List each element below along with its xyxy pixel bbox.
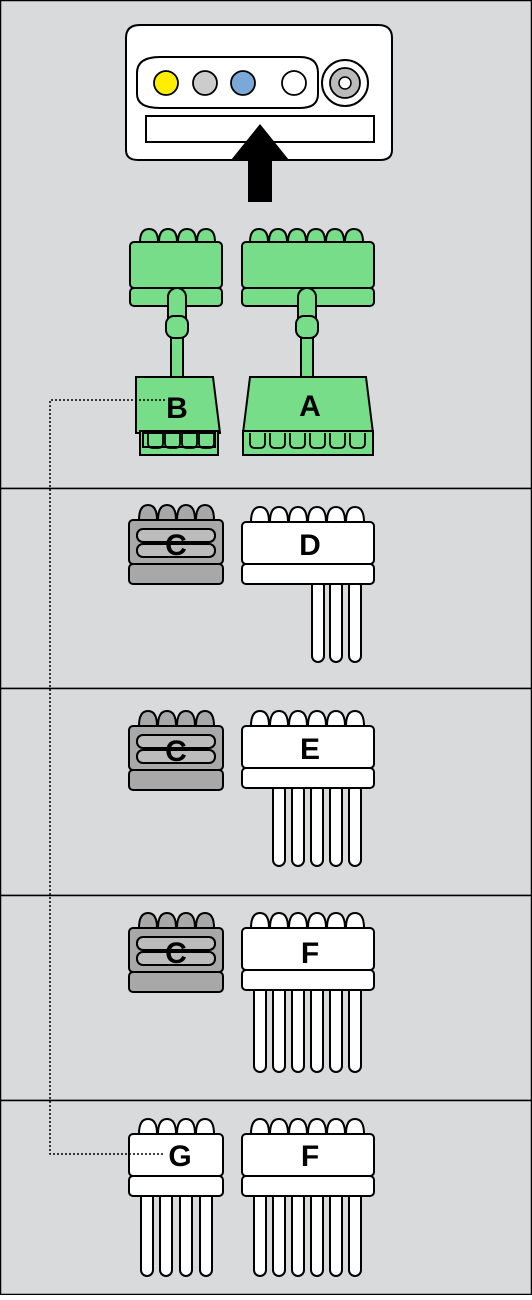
label-c-3: C [165, 937, 187, 970]
equivalence-link [49, 399, 165, 1155]
connector-f-1: F [241, 911, 375, 1073]
jack-gray-icon [192, 70, 218, 96]
connector-c-1: C [128, 503, 224, 585]
label-c-2: C [165, 735, 187, 768]
connector-b: B [129, 227, 223, 456]
label-g: G [168, 1140, 191, 1173]
connector-a: A [241, 227, 375, 456]
label-f-1: F [301, 937, 319, 970]
connector-d: D [241, 505, 375, 663]
connector-c-2: C [128, 709, 224, 791]
label-c-1: C [165, 529, 187, 562]
jack-ring-icon [321, 59, 369, 107]
jack-white-icon [281, 70, 307, 96]
label-d: D [299, 529, 321, 562]
jack-blue-icon [230, 70, 256, 96]
connector-e: E [241, 709, 375, 867]
connector-f-2: F [241, 1117, 375, 1277]
up-arrow-icon [231, 124, 289, 202]
jack-yellow-icon [153, 70, 179, 96]
label-f-2: F [301, 1140, 319, 1173]
label-b: B [166, 392, 188, 425]
connector-c-3: C [128, 911, 224, 993]
connector-g: G [128, 1117, 224, 1277]
label-e: E [300, 733, 320, 766]
label-a: A [299, 390, 321, 423]
